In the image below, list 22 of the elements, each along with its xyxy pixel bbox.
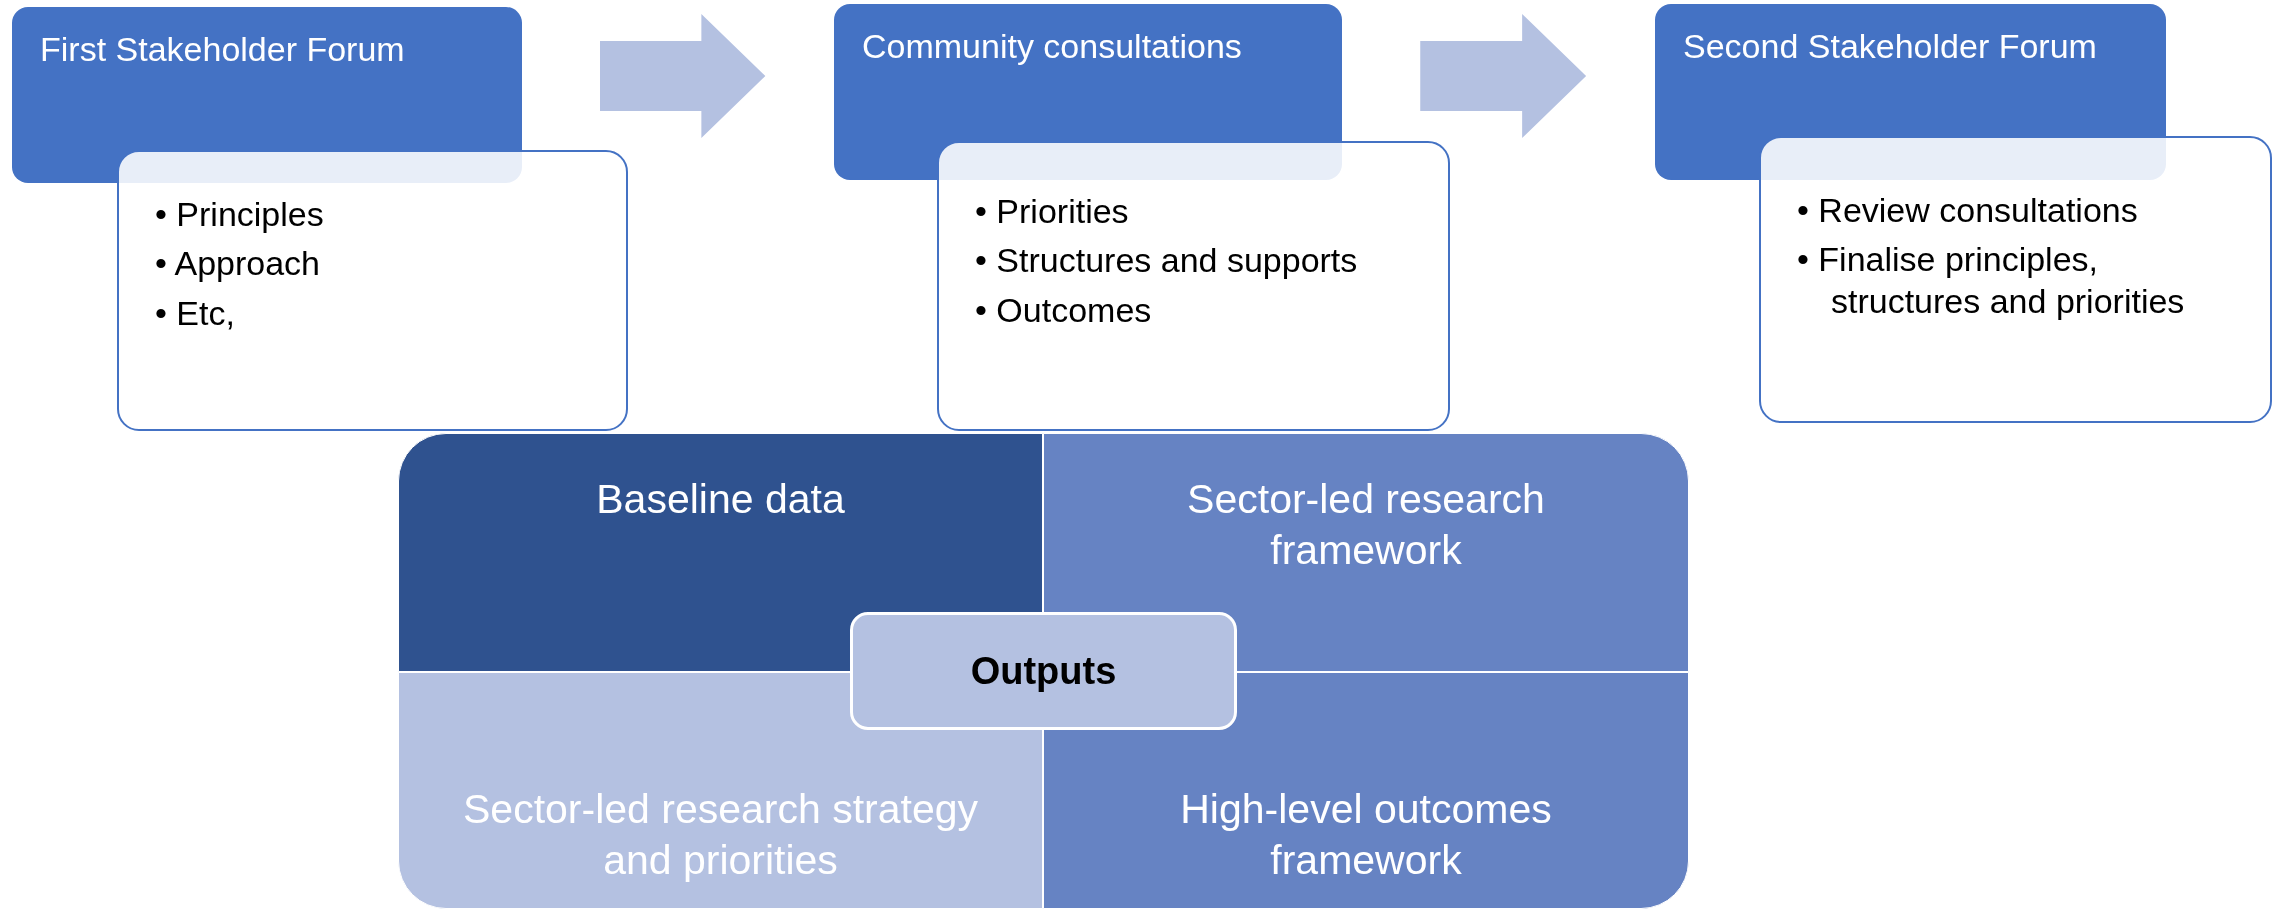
bullet-list-box: [937, 141, 1450, 431]
center-label: Outputs: [970, 649, 1117, 693]
stage-heading: Second Stakeholder Forum: [1683, 26, 2098, 67]
stage-heading: First Stakeholder Forum: [40, 29, 406, 70]
quadrant-text: Sector-led research strategy and priorities: [462, 784, 979, 885]
quadrant-text: High-level outcomes framework: [1179, 784, 1553, 885]
center-label-box: [850, 612, 1237, 730]
block-arrow: [600, 14, 766, 138]
bullet-item: • Priorities: [975, 191, 1130, 232]
bullet-item: • Finalise principles, structures and priorities: [1797, 239, 2186, 322]
bullet-list-box: [1759, 136, 2272, 423]
bullet-item: • Outcomes: [975, 289, 1153, 331]
bullet-item: • Principles: [155, 194, 325, 235]
bullet-list-box: [117, 150, 628, 431]
quadrant-text: Baseline data: [596, 475, 845, 524]
block-arrow: [1420, 14, 1587, 138]
bullet-item: • Review consultations: [1797, 190, 2139, 231]
bullet-item: • Approach: [155, 243, 322, 285]
stage-heading: Community consultations: [862, 26, 1243, 67]
bullet-item: • Structures and supports: [975, 240, 1359, 282]
bullet-item: • Etc,: [155, 292, 236, 334]
quadrant-text: Sector-led research framework: [1186, 475, 1546, 576]
